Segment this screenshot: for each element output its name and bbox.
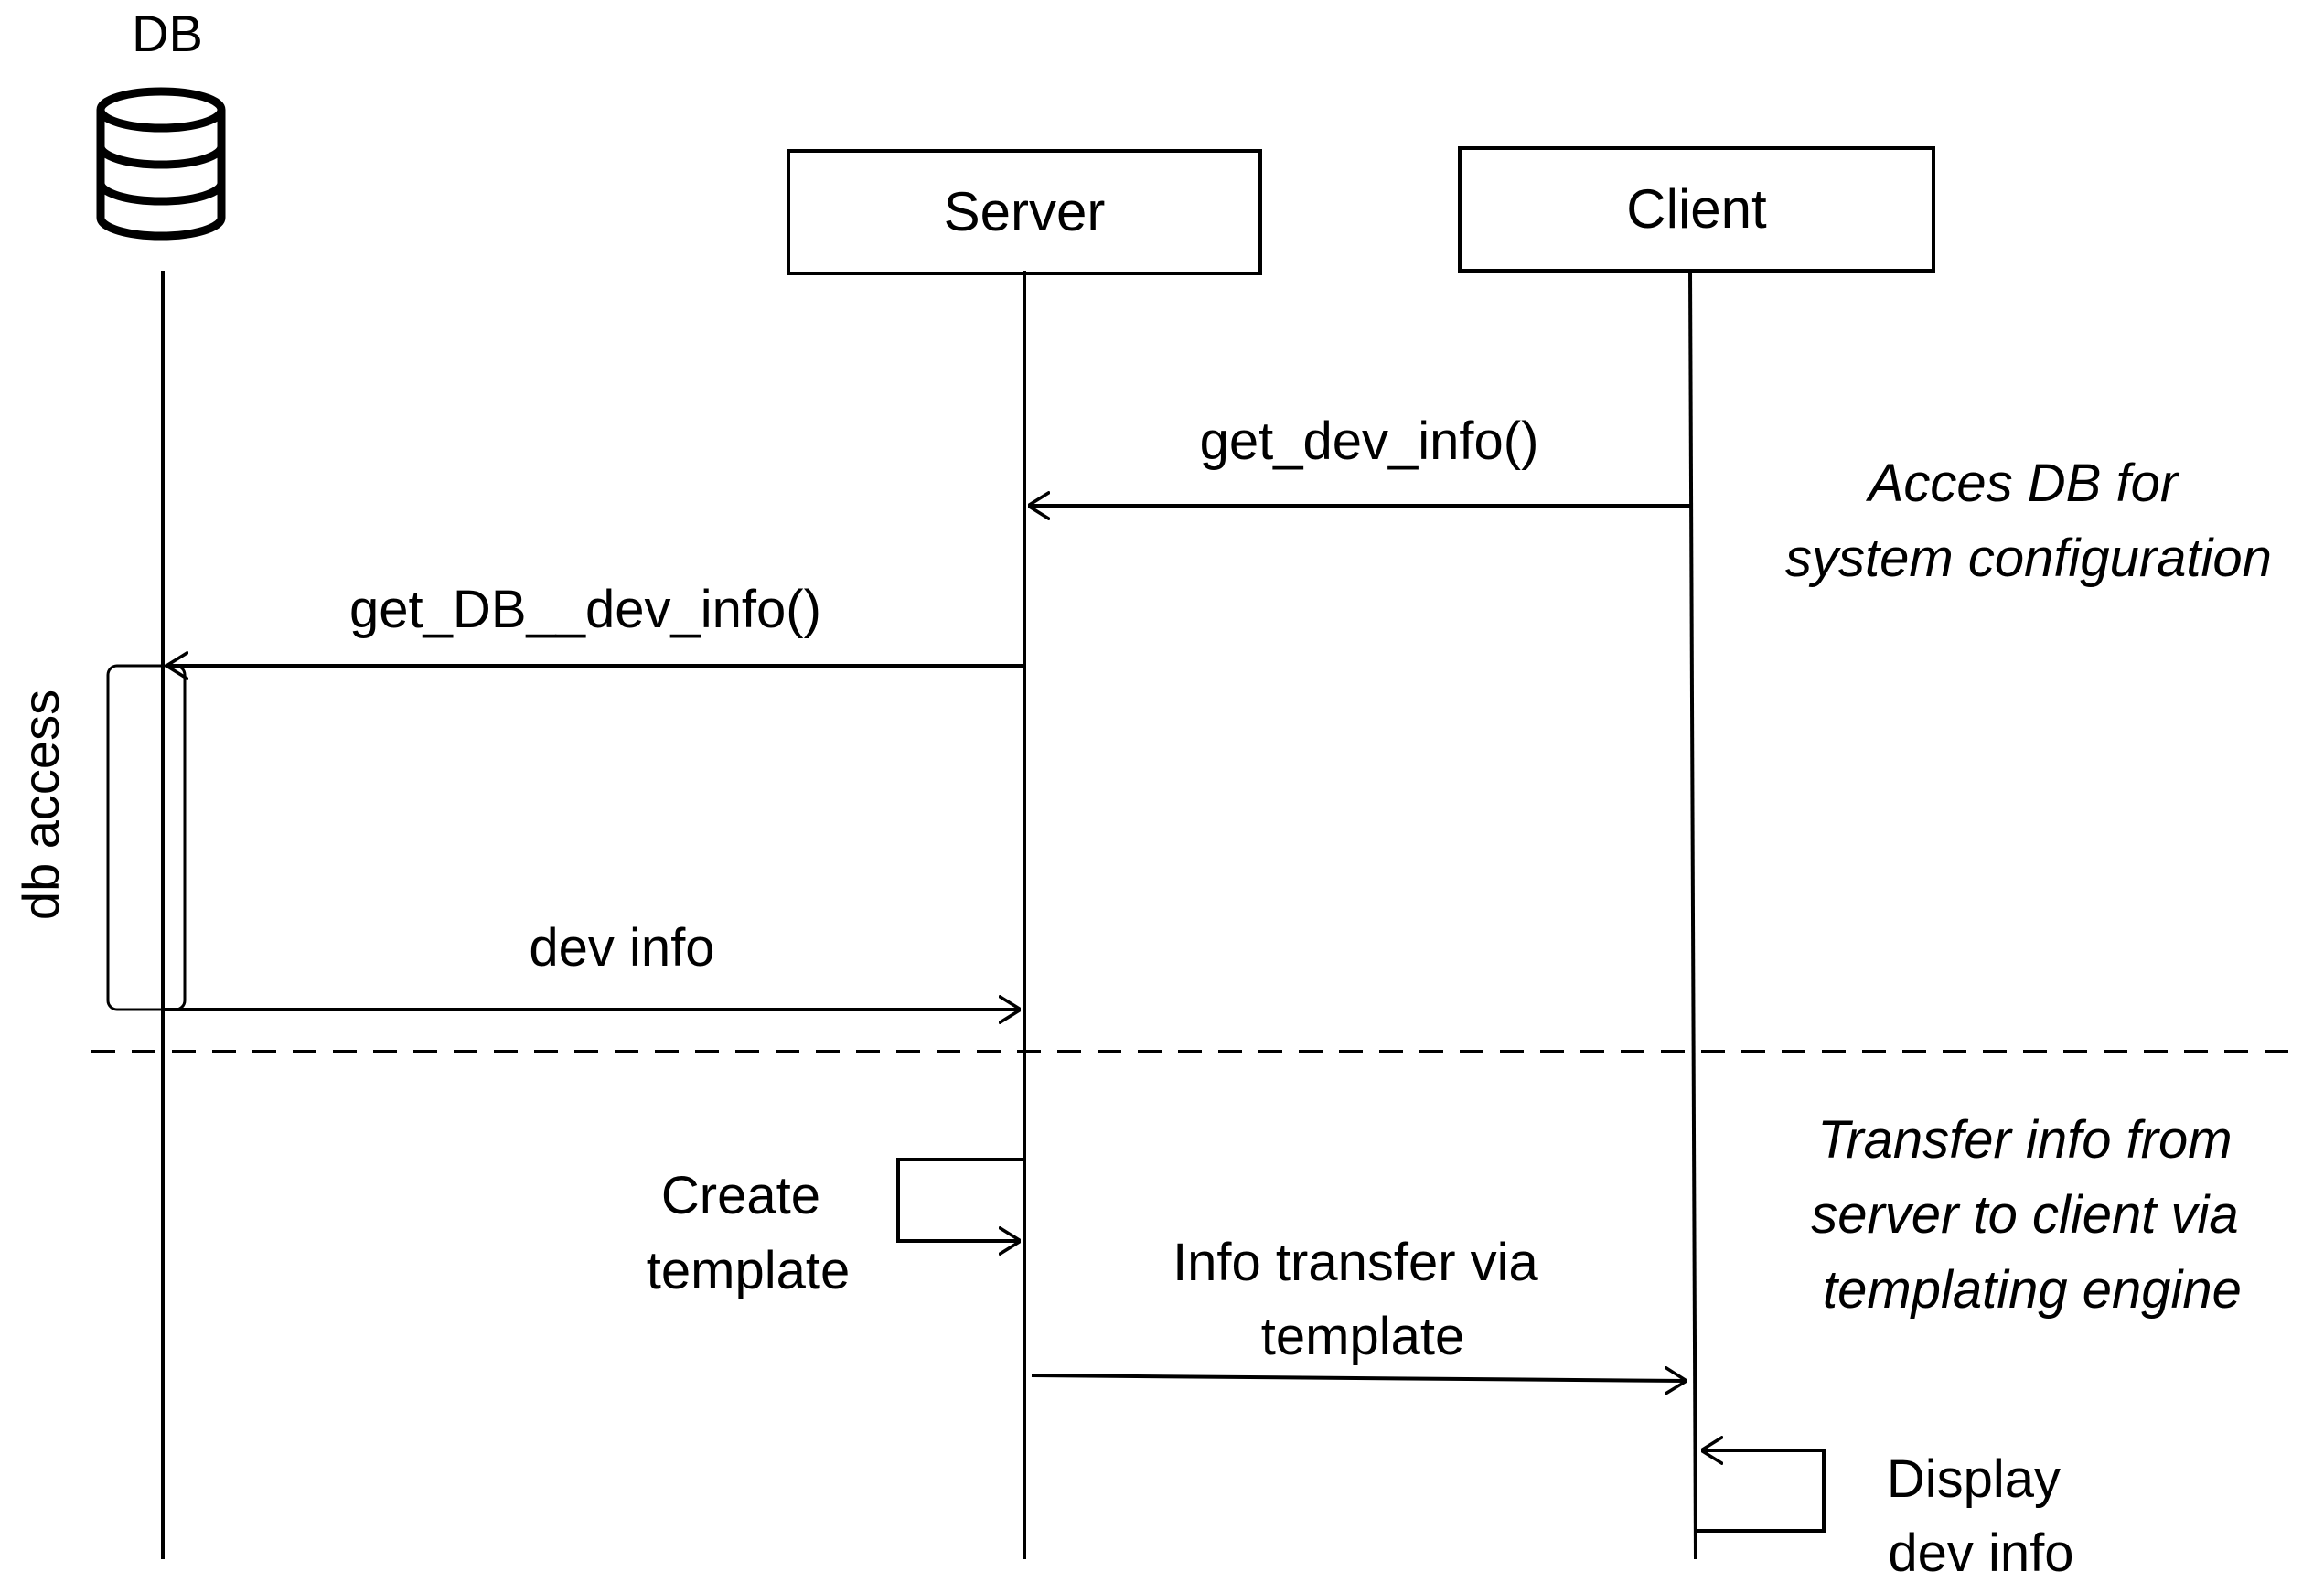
db-access-label: db access: [12, 690, 70, 920]
db-participant-label: DB: [132, 5, 203, 62]
note-transfer-info-line-3: templating engine: [1823, 1260, 2242, 1320]
client-lifeline: [1688, 270, 1697, 1560]
info-transfer-line-1: Info transfer via: [1173, 1233, 1538, 1292]
display-dev-info-arrow: [1696, 1450, 1826, 1533]
note-transfer-info: Transfer info from server to client via …: [1811, 1110, 2254, 1320]
info-transfer-label: Info transfer via template: [1173, 1233, 1553, 1366]
note-transfer-info-line-2: server to client via: [1811, 1185, 2238, 1245]
info-transfer-line-2: template: [1261, 1307, 1464, 1366]
info-transfer-arrow: [1031, 1375, 1687, 1381]
display-dev-info-line-1: Display: [1887, 1449, 2061, 1509]
note-access-db: Acces DB for system configuration: [1785, 454, 2272, 588]
note-access-db-line-1: Acces DB for: [1866, 454, 2180, 513]
dev-info-label: dev info: [529, 918, 714, 978]
create-template-arrow: [896, 1158, 1024, 1241]
create-template-label: Create template: [647, 1166, 850, 1300]
client-participant: Client: [1458, 146, 1935, 273]
display-dev-info-line-2: dev info: [1888, 1524, 2073, 1583]
server-participant-label: Server: [944, 181, 1106, 242]
create-template-line-1: Create: [661, 1166, 820, 1225]
display-dev-info-label: Display dev info: [1887, 1449, 2075, 1583]
create-template-line-2: template: [647, 1241, 850, 1300]
database-icon: [96, 87, 226, 241]
note-access-db-line-2: system configuration: [1785, 529, 2272, 588]
client-participant-label: Client: [1626, 178, 1767, 240]
get-db-dev-info-label: get_DB__dev_info(): [349, 580, 821, 639]
server-participant: Server: [787, 149, 1262, 275]
db-activation-box: [106, 664, 187, 1011]
get-dev-info-label: get_dev_info(): [1200, 412, 1539, 471]
note-transfer-info-line-1: Transfer info from: [1817, 1110, 2232, 1170]
